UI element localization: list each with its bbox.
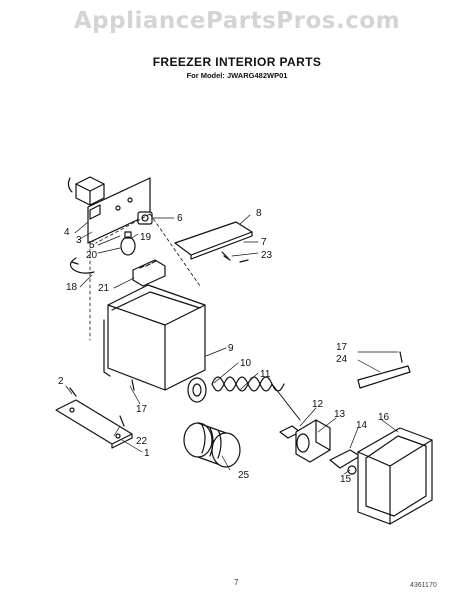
callout-7: 7 xyxy=(261,237,267,248)
wire-harness xyxy=(69,257,95,274)
callout-labels: 1 2 3 4 5 6 7 8 9 10 11 12 13 14 15 16 1… xyxy=(58,208,390,485)
callout-10: 10 xyxy=(240,358,252,369)
document-code: 4361170 xyxy=(410,582,437,589)
callout-13: 13 xyxy=(334,409,346,420)
auger-tube xyxy=(183,422,241,468)
callout-20: 20 xyxy=(86,250,98,261)
callout-23: 23 xyxy=(261,250,273,261)
auger-motor xyxy=(295,419,331,463)
light-shield xyxy=(174,221,253,260)
support-rail xyxy=(55,399,133,449)
light-bulb xyxy=(120,231,136,256)
callout-17-lower: 17 xyxy=(136,404,148,415)
callout-25: 25 xyxy=(238,470,250,481)
auger-coil xyxy=(211,376,301,421)
callout-11: 11 xyxy=(260,369,271,380)
motor-bracket xyxy=(329,449,361,475)
callout-9: 9 xyxy=(228,343,234,354)
callout-17: 17 xyxy=(336,342,348,353)
watermark: AppliancePartsPros.com xyxy=(73,8,401,34)
callout-16: 16 xyxy=(378,412,390,423)
callout-18: 18 xyxy=(66,282,78,293)
ice-bucket xyxy=(357,427,433,525)
page-number: 7 xyxy=(234,578,239,587)
grommet xyxy=(187,377,207,403)
callout-4: 4 xyxy=(64,227,70,238)
callout-2: 2 xyxy=(58,376,64,387)
callout-15: 15 xyxy=(340,474,352,485)
callout-14: 14 xyxy=(356,420,368,431)
model-subtitle: For Model: JWARG482WP01 xyxy=(186,71,288,80)
page-title: FREEZER INTERIOR PARTS xyxy=(152,55,322,69)
deflector xyxy=(357,351,411,389)
callout-3: 3 xyxy=(76,235,82,246)
callout-8: 8 xyxy=(256,208,262,219)
callout-21: 21 xyxy=(98,283,110,294)
callout-12: 12 xyxy=(312,399,324,410)
callout-6: 6 xyxy=(177,213,183,224)
callout-19: 19 xyxy=(140,232,152,243)
callout-24: 24 xyxy=(336,354,348,365)
freezer-liner xyxy=(103,284,206,391)
defrost-timer xyxy=(67,176,105,206)
control-switch xyxy=(132,259,166,287)
callout-5: 5 xyxy=(89,240,95,251)
callout-1: 1 xyxy=(144,448,150,459)
callout-22: 22 xyxy=(136,436,148,447)
